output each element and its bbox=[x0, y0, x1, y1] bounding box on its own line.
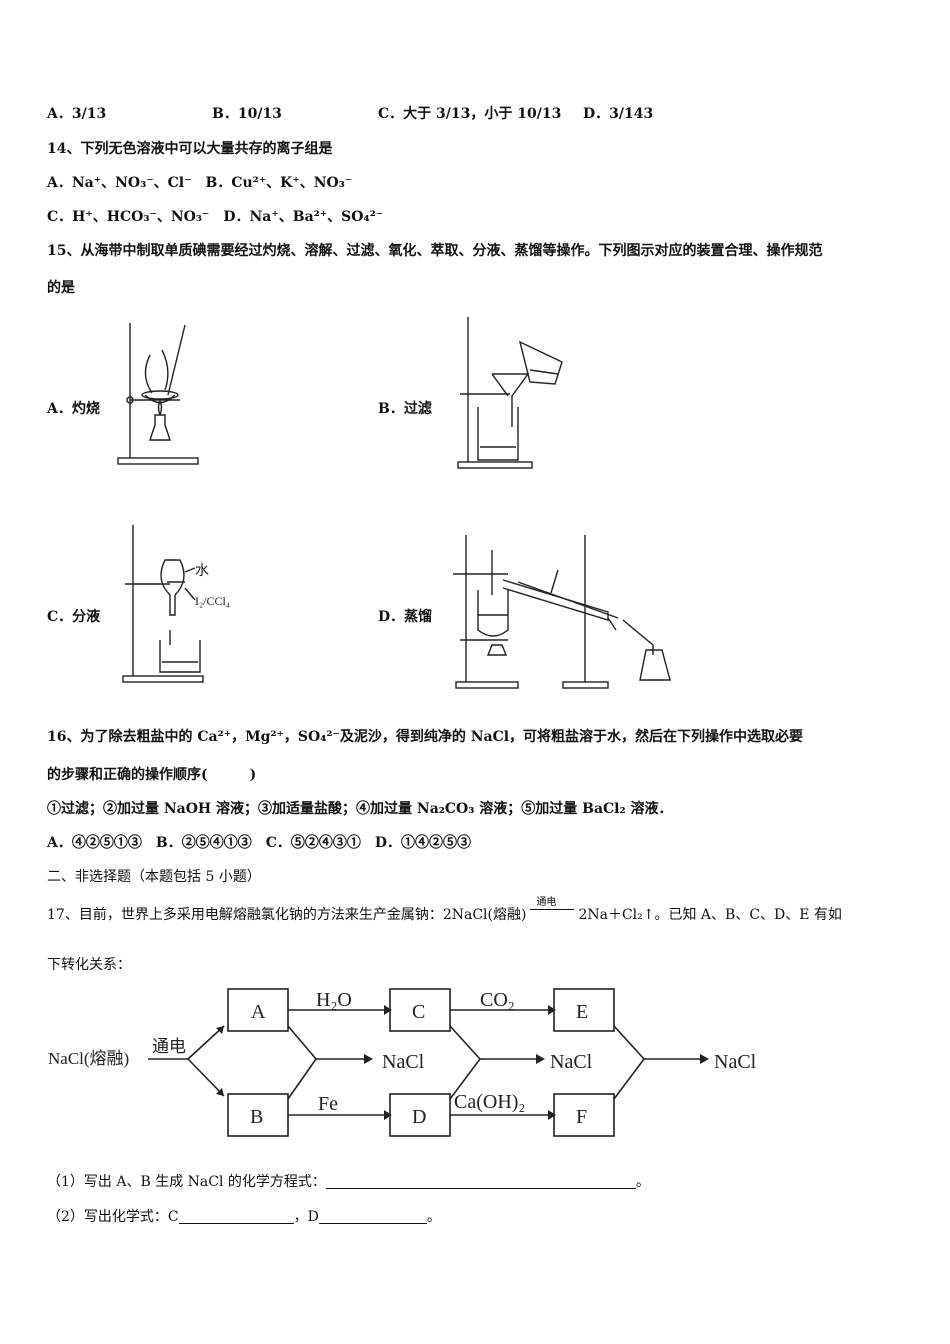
text-c: C bbox=[412, 1001, 425, 1023]
q14-stem: 14、下列无色溶液中可以大量共存的离子组是 bbox=[47, 141, 333, 157]
text-a: A bbox=[251, 1001, 266, 1023]
q17-stem-line2: 下转化关系： bbox=[47, 957, 131, 973]
q17-stem-post: 2Na＋Cl₂↑。已知 A、B、C、D、E 有如 bbox=[578, 907, 842, 923]
label-h2o: H₂O bbox=[316, 989, 352, 1011]
q15-label-a: A．灼烧 bbox=[47, 401, 100, 417]
q16-operations: ①过滤；②加过量 NaOH 溶液；③加适量盐酸；④加过量 Na₂CO₃ 溶液；⑤… bbox=[47, 801, 673, 817]
label-caoh2: Ca(OH)₂ bbox=[454, 1091, 525, 1113]
answer-blank-d[interactable] bbox=[318, 1209, 427, 1224]
section-2-heading: 二、非选择题（本题包括 5 小题） bbox=[47, 869, 261, 885]
text-d: D bbox=[412, 1106, 426, 1128]
apparatus-distillation-image bbox=[453, 535, 671, 689]
answer-blank-equation[interactable] bbox=[325, 1174, 636, 1189]
q17-condition: 通电 bbox=[536, 897, 557, 908]
apparatus-burning-image bbox=[117, 323, 199, 465]
label-fe: Fe bbox=[318, 1093, 338, 1115]
q15-label-c: C．分液 bbox=[47, 609, 101, 625]
label-water: 水 bbox=[195, 563, 209, 579]
label-nacl-1: NaCl bbox=[382, 1051, 425, 1073]
label-nacl-2: NaCl bbox=[550, 1051, 593, 1073]
label-electrolysis: 通电 bbox=[152, 1037, 186, 1056]
q17-sub1-text: （1）写出 A、B 生成 NaCl 的化学方程式： bbox=[47, 1174, 326, 1190]
q15-stem-line2: 的是 bbox=[47, 280, 75, 296]
label-nacl-molten: NaCl(熔融) bbox=[48, 1049, 129, 1068]
q13-option-b: B．10/13 bbox=[212, 106, 282, 122]
q13-option-a: A．3/13 bbox=[47, 106, 107, 122]
apparatus-separation-image: 水 I₂/CCl₄ bbox=[122, 525, 230, 683]
answer-blank-c[interactable] bbox=[178, 1209, 294, 1224]
label-iodine-ccl4: I₂/CCl₄ bbox=[195, 594, 230, 608]
q17-sub2-mid: ，D bbox=[293, 1209, 319, 1225]
text-f: F bbox=[576, 1106, 587, 1128]
q17-sub1: （1）写出 A、B 生成 NaCl 的化学方程式： 。 bbox=[47, 1171, 650, 1191]
q16-stem-line2: 的步骤和正确的操作顺序( ) bbox=[47, 767, 257, 783]
q17-conversion-diagram: NaCl(熔融) 通电 A C E B D F H₂O CO₂ Fe Ca(OH… bbox=[48, 988, 757, 1137]
q15-label-d: D．蒸馏 bbox=[378, 609, 433, 625]
q17-sub2: （2）写出化学式：C ，D 。 bbox=[47, 1206, 441, 1226]
q14-options-row2: C．H⁺、HCO₃⁻、NO₃⁻ D．Na⁺、Ba²⁺、SO₄²⁻ bbox=[47, 209, 384, 225]
q17-sub2-end: 。 bbox=[426, 1209, 441, 1225]
q15-stem-line1: 15、从海带中制取单质碘需要经过灼烧、溶解、过滤、氧化、萃取、分液、蒸馏等操作。… bbox=[47, 243, 823, 259]
text-e: E bbox=[576, 1001, 588, 1023]
q17-stem-pre: 17、目前，世界上多采用电解熔融氯化钠的方法来生产金属钠：2NaCl(熔融) bbox=[47, 907, 527, 923]
q14-options-row1: A．Na⁺、NO₃⁻、Cl⁻ B．Cu²⁺、K⁺、NO₃⁻ bbox=[47, 175, 353, 191]
q17-stem-line1: 17、目前，世界上多采用电解熔融氯化钠的方法来生产金属钠：2NaCl(熔融) 通电… bbox=[47, 897, 842, 924]
apparatus-filtration-image bbox=[457, 317, 563, 469]
q13-option-d: D．3/143 bbox=[583, 106, 654, 122]
label-co2: CO₂ bbox=[480, 989, 515, 1011]
text-b: B bbox=[250, 1106, 263, 1128]
q16-stem-line1: 16、为了除去粗盐中的 Ca²⁺，Mg²⁺，SO₄²⁻及泥沙，得到纯净的 NaC… bbox=[47, 729, 804, 745]
q13-option-c: C．大于 3/13，小于 10/13 bbox=[378, 106, 562, 122]
q17-condition-line bbox=[530, 909, 575, 910]
q15-label-b: B．过滤 bbox=[378, 401, 432, 417]
q17-sub2-text: （2）写出化学式：C bbox=[47, 1209, 179, 1225]
q16-choices: A．④②⑤①③ B．②⑤④①③ C．⑤②④③① D．①④②⑤③ bbox=[47, 835, 471, 851]
label-nacl-3: NaCl bbox=[714, 1051, 757, 1073]
q17-sub1-end: 。 bbox=[635, 1174, 650, 1190]
